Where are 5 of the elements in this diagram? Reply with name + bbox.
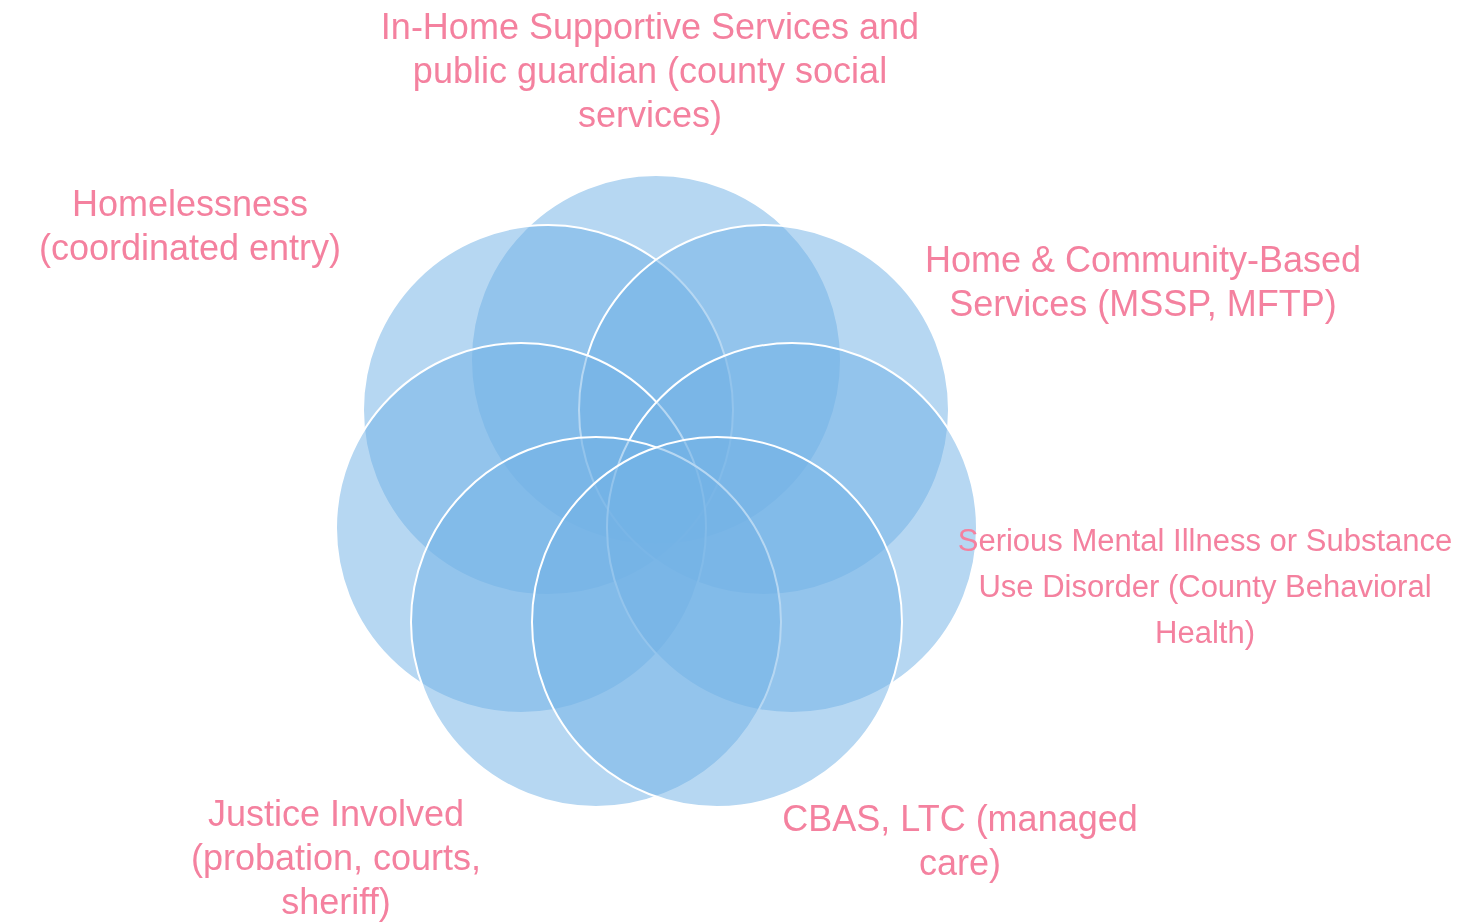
circle-label: Homelessness (coordinated entry) (37, 182, 343, 270)
circle-label: Home & Community-Based Services (MSSP, MFTP) (923, 238, 1363, 326)
circle-label: In-Home Supportive Services and public guardian (county social services) (379, 5, 921, 137)
circle-label: Justice Involved (probation, courts, sheriff) (189, 792, 483, 922)
circle-label: CBAS, LTC (managed care) (781, 797, 1139, 885)
